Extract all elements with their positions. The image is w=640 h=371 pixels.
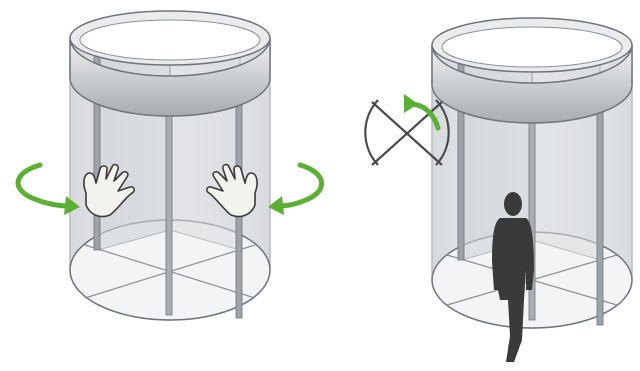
rotation-arrow-left-icon — [15, 162, 80, 215]
left-hand-icon — [83, 163, 135, 218]
rotation-x-icon — [364, 94, 450, 166]
left-revolving-door — [69, 10, 271, 321]
rotation-arrow-right-icon — [268, 162, 325, 215]
right-hand-icon — [206, 163, 258, 218]
person-silhouette-icon — [492, 192, 534, 362]
